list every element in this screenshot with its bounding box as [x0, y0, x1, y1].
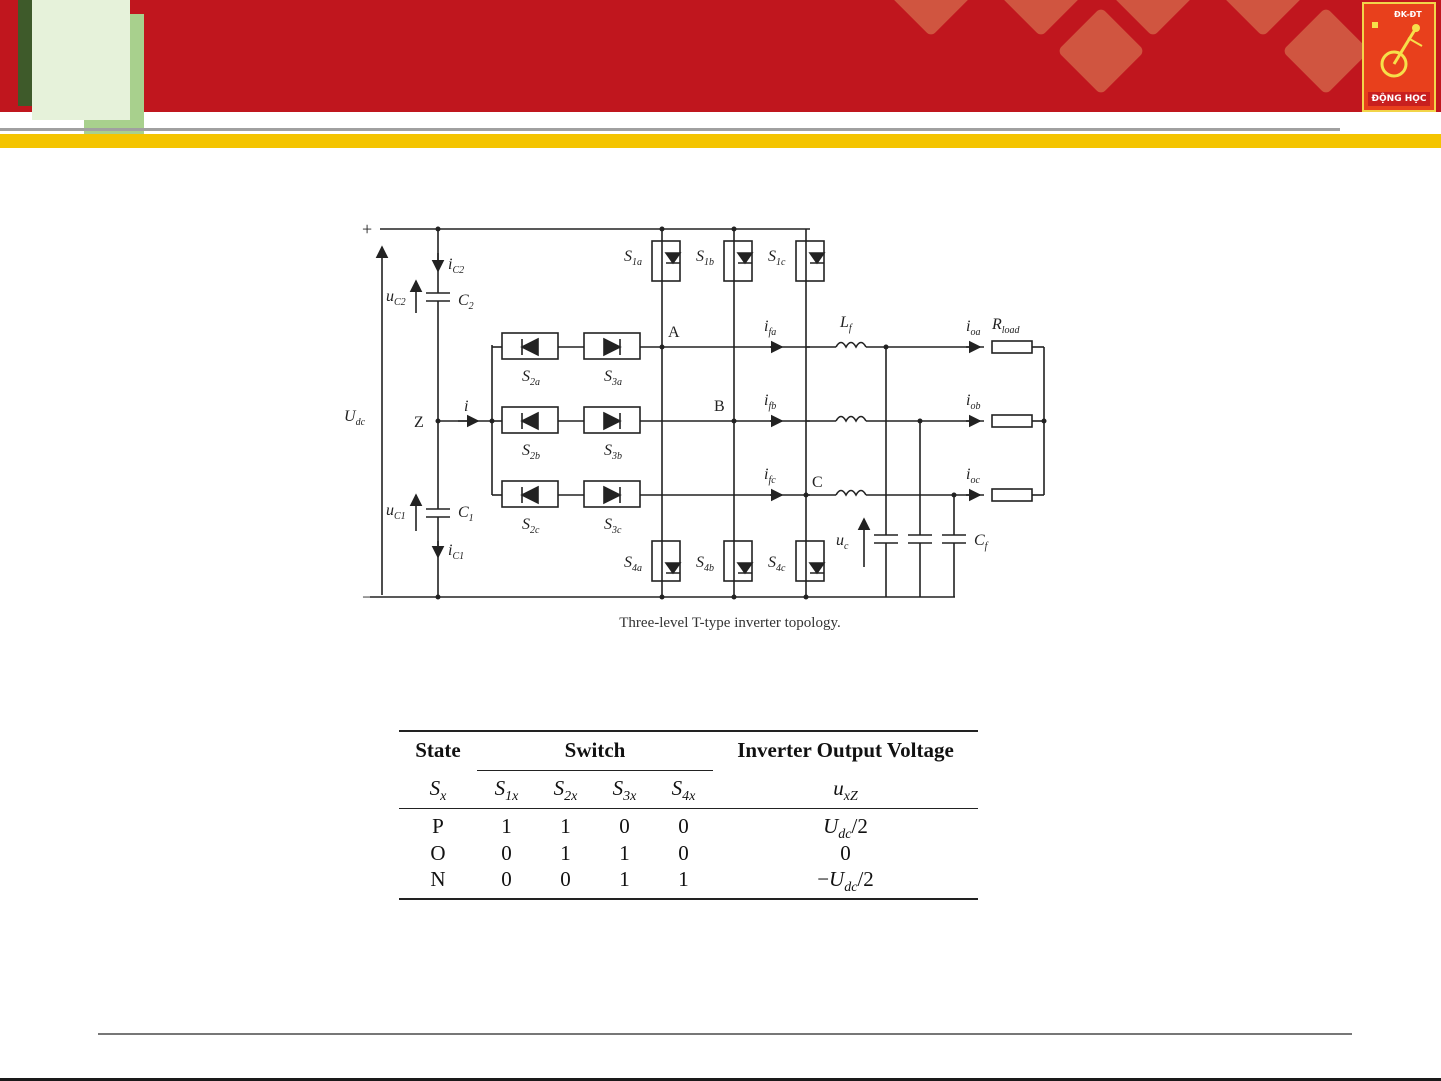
- table-header-rule: [399, 808, 978, 809]
- label-ioc: ioc: [966, 466, 980, 486]
- phase-leg-c: [796, 229, 824, 597]
- logo-label: ĐỘNG HỌC: [1368, 92, 1430, 106]
- symbol-output-voltage: uxZ: [713, 776, 978, 805]
- label-plus: +: [362, 219, 372, 239]
- table-cell-s3: 1: [595, 867, 654, 892]
- bidirectional-switch-row-b: [492, 407, 810, 433]
- label-ic2: iC2: [448, 256, 464, 276]
- table-cell-s2: 0: [536, 867, 595, 892]
- bidirectional-switch-row-c: [492, 481, 810, 507]
- phase-leg-a: [652, 229, 680, 597]
- table-cell-s2: 1: [536, 841, 595, 866]
- load-resistor-a: [992, 341, 1032, 353]
- label-s4c: S4c: [768, 554, 786, 574]
- label-s3c: S3c: [604, 516, 622, 536]
- label-uc2: uC2: [386, 288, 406, 308]
- table-top-rule: [399, 730, 978, 732]
- label-uc1: uC1: [386, 502, 406, 522]
- label-s4a: S4a: [624, 554, 642, 574]
- table-cell-s2: 1: [536, 814, 595, 839]
- header-accent-red: [0, 0, 18, 106]
- label-ioa: ioa: [966, 318, 980, 338]
- load-resistor-c: [992, 489, 1032, 501]
- label-s1a: S1a: [624, 248, 642, 268]
- table-cell-s3: 0: [595, 814, 654, 839]
- logo-emblem-icon: [1364, 16, 1434, 96]
- label-udc: Udc: [344, 408, 366, 428]
- label-node-a: A: [668, 324, 680, 341]
- table-cell-voltage: −Udc/2: [713, 867, 978, 896]
- inductor-b: [806, 417, 984, 422]
- label-i: i: [464, 398, 468, 415]
- table-cell-s4: 0: [654, 814, 713, 839]
- label-s3a: S3a: [604, 368, 622, 388]
- switching-state-table: State Switch Inverter Output Voltage Sx …: [399, 730, 978, 902]
- symbol-switch-1: S1x: [477, 776, 536, 805]
- header-accent-light: [32, 0, 130, 120]
- label-ic1: iC1: [448, 542, 464, 562]
- phase-leg-b: [724, 229, 752, 597]
- label-s2c: S2c: [522, 516, 540, 536]
- label-cf: Cf: [974, 532, 989, 552]
- header-banner: [0, 0, 1441, 112]
- label-ifc: ifc: [764, 466, 776, 486]
- header-diamond-decor: [1057, 7, 1145, 95]
- header-diamond-decor: [1282, 7, 1370, 95]
- table-cell-s1: 0: [477, 867, 536, 892]
- header-diamond-decor: [1219, 0, 1307, 37]
- filter-capacitors: [874, 347, 966, 597]
- header-gray-rule: [0, 128, 1340, 131]
- label-s2b: S2b: [522, 442, 540, 462]
- symbol-switch-3: S3x: [595, 776, 654, 805]
- header-diamond-decor: [887, 0, 975, 37]
- header-state: State: [399, 738, 477, 763]
- label-ifb: ifb: [764, 392, 776, 412]
- label-s3b: S3b: [604, 442, 622, 462]
- label-z: Z: [414, 414, 424, 431]
- label-ifa: ifa: [764, 318, 776, 338]
- bidirectional-switch-row-a: [492, 333, 810, 359]
- table-bottom-rule: [399, 898, 978, 900]
- table-cell-s4: 1: [654, 867, 713, 892]
- label-s1c: S1c: [768, 248, 786, 268]
- label-node-c: C: [812, 474, 823, 491]
- table-switch-rule: [477, 770, 713, 771]
- label-node-b: B: [714, 398, 725, 415]
- label-c2: C2: [458, 292, 474, 312]
- label-s2a: S2a: [522, 368, 540, 388]
- label-minus: −: [362, 587, 372, 605]
- table-row-state: N: [399, 867, 477, 892]
- diagram-caption: Three-level T-type inverter topology.: [560, 615, 900, 632]
- inductor-a: [806, 343, 984, 348]
- table-row-state: O: [399, 841, 477, 866]
- label-uc: uc: [836, 532, 849, 552]
- load-resistor-b: [992, 415, 1032, 427]
- label-s4b: S4b: [696, 554, 714, 574]
- table-cell-s1: 1: [477, 814, 536, 839]
- table-cell-s4: 0: [654, 841, 713, 866]
- footer-rule: [98, 1033, 1352, 1035]
- symbol-switch-4: S4x: [654, 776, 713, 805]
- table-cell-voltage: Udc/2: [713, 814, 978, 843]
- header-yellow-band: [0, 134, 1441, 148]
- university-logo: ĐK-ĐT ĐỘNG HỌC: [1362, 2, 1436, 112]
- label-s1b: S1b: [696, 248, 714, 268]
- label-c1: C1: [458, 504, 474, 524]
- label-rload: Rload: [991, 316, 1021, 336]
- table-cell-voltage: 0: [713, 841, 978, 870]
- label-iob: iob: [966, 392, 980, 412]
- table-cell-s3: 1: [595, 841, 654, 866]
- symbol-switch-2: S2x: [536, 776, 595, 805]
- inductor-c: [806, 491, 984, 496]
- table-cell-s1: 0: [477, 841, 536, 866]
- header-output-voltage: Inverter Output Voltage: [713, 738, 978, 763]
- header-diamond-decor: [997, 0, 1085, 37]
- t-type-inverter-diagram: + − Udc Z i uC2 iC2 C2 uC1 iC1 C1 A B C …: [330, 205, 1070, 605]
- symbol-state: Sx: [399, 776, 477, 805]
- header-switch: Switch: [477, 738, 713, 763]
- table-row-state: P: [399, 814, 477, 839]
- label-lf: Lf: [839, 314, 853, 334]
